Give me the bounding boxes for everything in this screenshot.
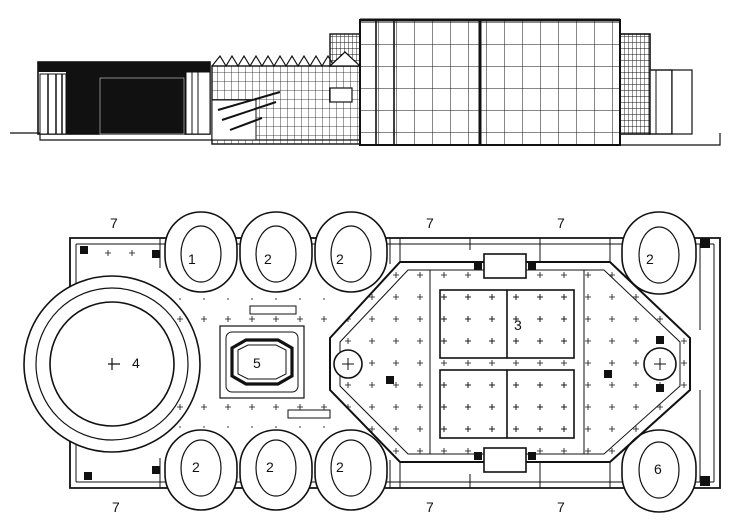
entrance-pavilion (37, 61, 211, 135)
circular-hall (23, 275, 201, 453)
label-7-bottom-left: 7 (112, 499, 120, 515)
central-hall (211, 33, 362, 145)
main-tower (359, 18, 621, 146)
label-2-bottom-b: 2 (266, 459, 274, 475)
plan-labels: 7 7 7 7 7 7 1 2 2 2 2 2 2 3 4 5 6 (110, 215, 662, 515)
label-6: 6 (654, 461, 662, 477)
floor-plan (23, 211, 721, 513)
label-2-bottom-c: 2 (336, 459, 344, 475)
label-7-top-center: 7 (426, 215, 434, 231)
label-5: 5 (253, 355, 261, 371)
label-4: 4 (132, 355, 140, 371)
octagonal-hall (329, 253, 691, 473)
label-7-bottom-center: 7 (426, 499, 434, 515)
label-7-bottom-right: 7 (557, 499, 565, 515)
label-2-bottom-a: 2 (192, 459, 200, 475)
label-7-top-right: 7 (557, 215, 565, 231)
label-2-top-c: 2 (646, 251, 654, 267)
label-2-top-a: 2 (264, 251, 272, 267)
lower-pods (164, 429, 697, 513)
east-wing (619, 33, 693, 135)
label-7-top-left: 7 (110, 215, 118, 231)
upper-pods (164, 211, 697, 295)
label-2-top-b: 2 (336, 251, 344, 267)
label-1: 1 (188, 251, 196, 267)
elevation-view (10, 18, 721, 146)
label-3: 3 (514, 317, 522, 333)
